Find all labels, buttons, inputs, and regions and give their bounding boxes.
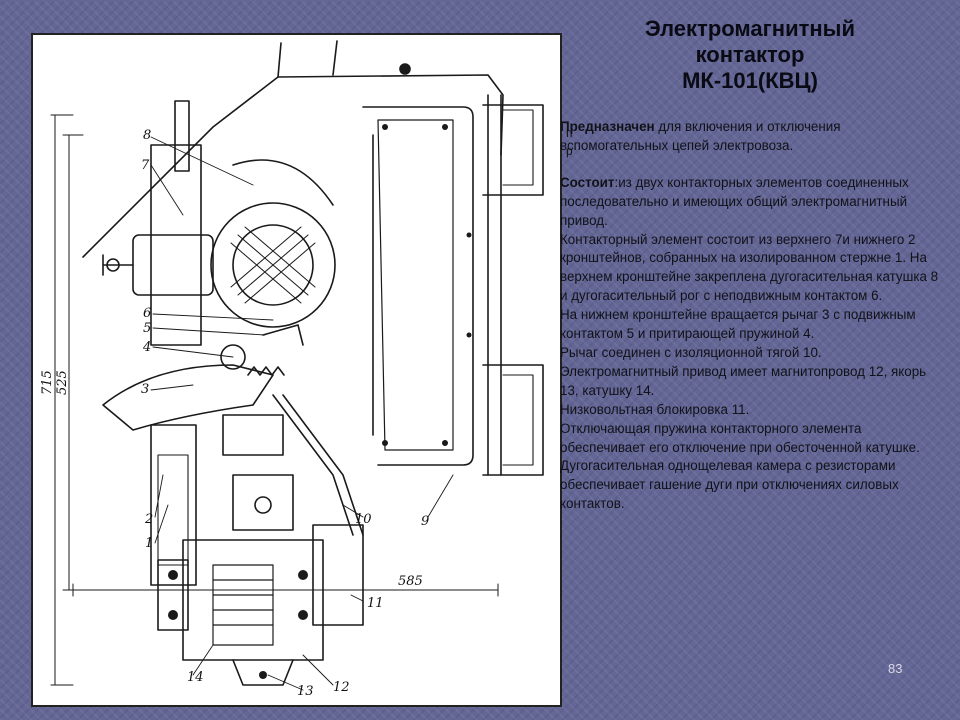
arc-chute-inner (377, 119, 454, 451)
stray-glyph-2: р (566, 144, 573, 158)
paragraph-gap (560, 156, 940, 174)
resistor-block-inner (502, 109, 534, 466)
chute-paragraph: Дугогасительная однощелевая камера с рез… (560, 458, 899, 512)
part-label-4: 4 (142, 340, 151, 355)
part-label-7: 7 (141, 158, 150, 173)
spring-4 (247, 366, 285, 376)
side-rail (487, 94, 502, 476)
drive-side-plate (157, 559, 189, 631)
contactor-drawing: 715 525 585 1 2 3 4 5 6 7 8 9 10 11 12 1… (31, 33, 562, 707)
rod-clamp (222, 414, 284, 456)
top-stud (174, 100, 190, 172)
part-label-2: 2 (144, 512, 153, 527)
composition-lead: Состоит (560, 174, 615, 190)
part-label-11: 11 (367, 596, 384, 611)
lever-paragraph: На нижнем кронштейне вращается рычаг 3 с… (560, 307, 916, 342)
armature-pivot (254, 496, 272, 514)
terminal-stud (102, 254, 134, 276)
purpose-text: для включения и отключения вспомогательн… (560, 119, 841, 153)
arc-chute-rivets (382, 124, 472, 446)
purpose-paragraph: Предназначен для включения и отключения … (560, 118, 940, 156)
insulating-rod-10 (272, 394, 354, 536)
resistor-block (482, 104, 544, 476)
drive-base (232, 659, 294, 686)
element-paragraph: Контакторный элемент состоит из верхнего… (560, 231, 939, 304)
dimension-lines (50, 114, 499, 686)
leader-lines (150, 136, 454, 691)
coil-windings (230, 226, 316, 304)
part-label-1: 1 (145, 536, 153, 551)
lever-3 (102, 364, 274, 431)
part-label-9: 9 (421, 514, 429, 529)
part-label-8: 8 (143, 128, 151, 143)
slide-number: 83 (888, 661, 903, 676)
lever-pivot (220, 344, 246, 370)
interlock-paragraph: Низковольтная блокировка 11. (560, 401, 750, 417)
dim-525: 525 (55, 370, 70, 395)
armature-13 (232, 474, 294, 531)
arc-horn (232, 159, 334, 206)
blowout-coil-core (232, 224, 314, 306)
dim-715: 715 (40, 370, 55, 395)
description-text: Предназначен для включения и отключения … (560, 118, 940, 514)
part-label-10: 10 (355, 512, 372, 527)
stray-glyph-1: п (566, 126, 573, 140)
blowout-coil-8 (210, 202, 336, 328)
part-label-14: 14 (187, 670, 204, 685)
insulating-rod-10-edge (282, 394, 364, 536)
dim-585: 585 (398, 574, 423, 589)
composition-text: :из двух контакторных элементов соединен… (560, 174, 909, 228)
part-label-3: 3 (141, 382, 149, 397)
part-label-5: 5 (143, 321, 151, 336)
rod-paragraph: Рычаг соединен с изоляционной тягой 10. … (560, 344, 927, 398)
purpose-lead: Предназначен (560, 119, 655, 134)
housing-edge (277, 40, 338, 78)
lower-bracket-2 (150, 424, 197, 586)
part-label-12: 12 (333, 680, 350, 695)
spring-paragraph: Отключающая пружина контакторного элемен… (560, 420, 920, 455)
arc-chute-body (362, 106, 474, 466)
part-label-13: 13 (297, 684, 314, 699)
magnet-core-12 (182, 539, 324, 661)
coil-14-windings (212, 564, 274, 646)
part-label-6: 6 (143, 306, 151, 321)
upper-bracket-7 (150, 144, 202, 346)
interlock-11 (312, 524, 364, 626)
drive-bolts (168, 570, 308, 679)
title-line-3: МК-101(КВЦ) (682, 68, 818, 93)
moving-contact-5 (262, 324, 304, 346)
title-line-2: контактор (695, 42, 805, 67)
bolt-hole (399, 63, 411, 75)
technical-drawing-svg: 715 525 585 1 2 3 4 5 6 7 8 9 10 11 12 1… (40, 40, 544, 699)
composition-paragraph: Состоит:из двух контакторных элементов с… (560, 174, 940, 231)
title-line-1: Электромагнитный (645, 16, 855, 41)
terminal-nut (106, 258, 120, 272)
slide-title: Электромагнитный контактор МК-101(КВЦ) (580, 16, 920, 94)
stray-glyphs: п р (566, 124, 573, 160)
